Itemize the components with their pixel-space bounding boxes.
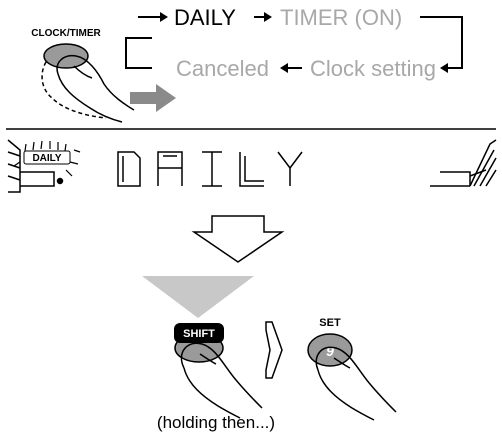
down-arrow-icon bbox=[191, 215, 285, 263]
cycle-arrow-left bbox=[280, 63, 302, 73]
cycle-arrow-right bbox=[254, 12, 272, 22]
segment-char-a bbox=[157, 151, 183, 186]
cycle-arrowhead-end bbox=[440, 63, 448, 73]
set-button-numeral: 9 bbox=[326, 343, 334, 359]
daily-indicator-blink bbox=[13, 140, 81, 177]
cycle-arrowhead-start bbox=[160, 12, 168, 22]
set-button-label: SET bbox=[319, 317, 341, 329]
clock-timer-button-label: CLOCK/TIMER bbox=[31, 28, 101, 39]
holding-caption: (holding then...) bbox=[157, 413, 275, 432]
shift-label-badge bbox=[174, 323, 224, 343]
set-pressing-finger-icon bbox=[315, 346, 397, 421]
cycle-clock-setting-label: Clock setting bbox=[310, 56, 436, 81]
display-left-edge bbox=[7, 139, 64, 193]
then-arrow-icon bbox=[265, 321, 283, 379]
segment-readout bbox=[117, 151, 303, 187]
cycle-daily-label: DAILY bbox=[174, 5, 236, 30]
display-panel: DAILY bbox=[6, 128, 497, 193]
clock-timer-section: CLOCK/TIMER DAILY TIMER (ON) Canceled Cl… bbox=[31, 5, 463, 123]
big-grey-arrow-icon bbox=[142, 276, 254, 318]
set-button-group: SET 9 bbox=[307, 317, 397, 421]
pressing-finger-icon bbox=[41, 54, 135, 123]
daily-indicator-label: DAILY bbox=[32, 153, 61, 164]
display-right-edge bbox=[430, 139, 497, 187]
set-button[interactable] bbox=[307, 333, 353, 367]
segment-char-l bbox=[239, 152, 264, 187]
motion-arrow-icon bbox=[130, 84, 176, 112]
daily-indicator-box bbox=[23, 150, 71, 165]
segment-char-d bbox=[117, 151, 141, 187]
cycle-canceled-label: Canceled bbox=[176, 56, 269, 81]
shift-button-group: SHIFT bbox=[174, 323, 263, 419]
segment-char-i bbox=[202, 151, 222, 187]
cycle-timer-on-label: TIMER (ON) bbox=[280, 5, 402, 30]
shift-button-label: SHIFT bbox=[183, 328, 215, 340]
segment-char-y bbox=[277, 151, 303, 186]
shift-pressing-finger-icon bbox=[180, 342, 263, 419]
cycle-bracket bbox=[125, 16, 463, 69]
